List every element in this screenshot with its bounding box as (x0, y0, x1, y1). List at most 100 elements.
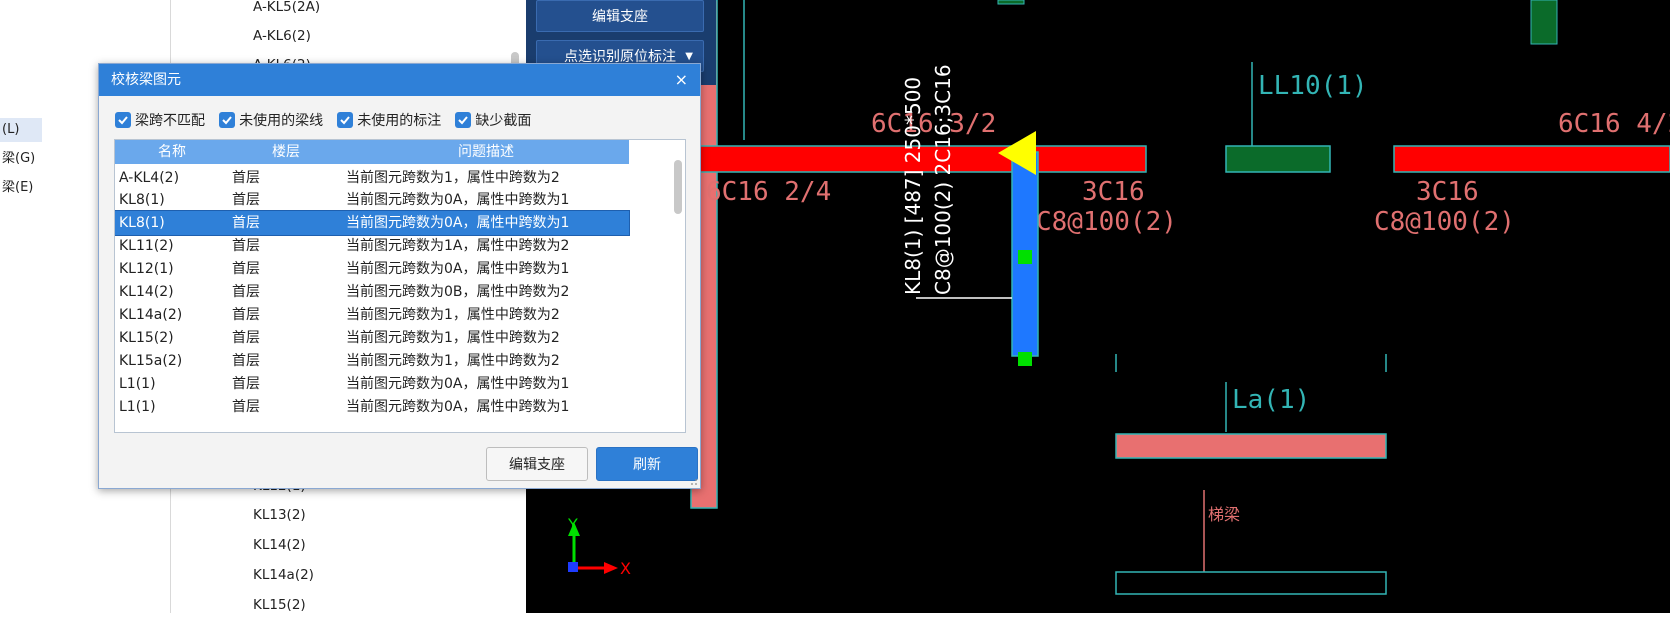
filter-checkboxes: 梁跨不匹配 未使用的梁线 未使用的标注 缺少截面 (115, 110, 541, 130)
resize-grip-icon[interactable] (690, 478, 698, 486)
beam-red-right (1393, 145, 1670, 173)
cell-name: A-KL4(2) (119, 170, 180, 186)
cell-desc: 当前图元跨数为0A，属性中跨数为1 (346, 376, 570, 392)
cell-floor: 首层 (232, 261, 260, 277)
cell-name: L1(1) (119, 376, 156, 392)
close-icon[interactable]: × (674, 70, 688, 89)
refresh-button[interactable]: 刷新 (596, 447, 698, 481)
cell-floor: 首层 (232, 330, 260, 346)
cell-desc: 当前图元跨数为1，属性中跨数为2 (346, 307, 560, 323)
dialog-titlebar[interactable]: 校核梁图元 × (99, 64, 700, 96)
table-row[interactable]: A-KL4(2) 首层 当前图元跨数为1，属性中跨数为2 (115, 166, 629, 190)
table-row[interactable]: KL8(1) 首层 当前图元跨数为0A，属性中跨数为1 (115, 188, 629, 212)
table-row[interactable]: KL12(1) 首层 当前图元跨数为0A，属性中跨数为1 (115, 257, 629, 281)
cell-desc: 当前图元跨数为0B，属性中跨数为2 (346, 284, 570, 300)
check-beam-dialog: 校核梁图元 × 梁跨不匹配 未使用的梁线 未使用的标注 缺少截面 名称 楼层 问… (98, 63, 701, 489)
cell-name: KL12(1) (119, 261, 174, 277)
cad-drawing-canvas[interactable]: LL10(1) 6C16 3/2 6C16 4/2 6C16 2/4 3C16 … (526, 0, 1670, 613)
tree-item[interactable]: KL14(2) (253, 537, 306, 553)
filter-unused-annotation[interactable]: 未使用的标注 (337, 110, 441, 130)
label-la: La(1) (1232, 385, 1310, 415)
column-header-desc[interactable]: 问题描述 (458, 144, 514, 160)
checkbox-checked-icon[interactable] (219, 112, 236, 128)
table-row[interactable]: KL15(2) 首层 当前图元跨数为1，属性中跨数为2 (115, 326, 629, 350)
cad-drawing: LL10(1) 6C16 3/2 6C16 4/2 6C16 2/4 3C16 … (567, 0, 1670, 595)
cell-floor: 首层 (232, 376, 260, 392)
label-top-right: 6C16 4/2 (1558, 109, 1670, 139)
label-stirrup-vertical: C8@100(2) 2C16;3C16 (931, 64, 955, 295)
label-left-lower: 6C16 2/4 (706, 177, 831, 207)
table-row[interactable]: KL14a(2) 首层 当前图元跨数为1，属性中跨数为2 (115, 303, 629, 327)
tree-item[interactable]: KL15(2) (253, 597, 306, 613)
tree-item[interactable]: KL13(2) (253, 507, 306, 523)
cell-floor: 首层 (232, 353, 260, 369)
table-header: 名称 楼层 问题描述 (115, 140, 629, 164)
cell-floor: 首层 (232, 238, 260, 254)
label-3c16-a: 3C16 (1082, 177, 1145, 207)
beam-la (1115, 433, 1387, 459)
tree-item[interactable]: A-KL5(2A) (253, 0, 321, 15)
table-row[interactable]: KL14(2) 首层 当前图元跨数为0B，属性中跨数为2 (115, 280, 629, 304)
cell-floor: 首层 (232, 215, 260, 231)
checkbox-checked-icon[interactable] (337, 112, 354, 128)
cell-floor: 首层 (232, 192, 260, 208)
tree-item[interactable]: A-KL6(2) (253, 28, 311, 44)
beam-outline-bottom (1115, 571, 1387, 595)
table-row[interactable]: L1(1) 首层 当前图元跨数为0A，属性中跨数为1 (115, 372, 629, 396)
grip-node (1018, 250, 1032, 264)
table-row[interactable]: L1(1) 首层 当前图元跨数为0A，属性中跨数为1 (115, 395, 629, 419)
cell-name: KL8(1) (119, 192, 165, 208)
column-header-name[interactable]: 名称 (158, 144, 186, 160)
axis-y-label: Y (567, 515, 578, 534)
filter-span-mismatch[interactable]: 梁跨不匹配 (115, 110, 205, 130)
chevron-down-icon: ▼ (685, 51, 693, 62)
filter-label: 未使用的梁线 (239, 113, 324, 129)
cell-desc: 当前图元跨数为0A，属性中跨数为1 (346, 192, 570, 208)
green-beam-top-right (1530, 0, 1558, 45)
beam-green-ll10 (1225, 145, 1331, 173)
label-top-center: 6C16 3/2 (871, 109, 996, 139)
cell-desc: 当前图元跨数为1，属性中跨数为2 (346, 170, 560, 186)
label-ll10: LL10(1) (1258, 71, 1368, 101)
table-row[interactable]: KL15a(2) 首层 当前图元跨数为1，属性中跨数为2 (115, 349, 629, 373)
checkbox-checked-icon[interactable] (115, 112, 131, 128)
cell-desc: 当前图元跨数为1，属性中跨数为2 (346, 353, 560, 369)
category-item-e[interactable]: 梁(E) (2, 180, 34, 195)
cell-desc: 当前图元跨数为1A，属性中跨数为2 (346, 238, 570, 254)
table-row-selected[interactable]: KL8(1) 首层 当前图元跨数为0A，属性中跨数为1 (115, 210, 630, 236)
cell-desc: 当前图元跨数为0A，属性中跨数为1 (346, 215, 570, 231)
cell-floor: 首层 (232, 399, 260, 415)
dialog-title: 校核梁图元 (111, 72, 181, 88)
grip-node (1018, 352, 1032, 366)
edit-support-tool-button[interactable]: 编辑支座 (536, 0, 704, 32)
axis-x-label: X (620, 559, 631, 578)
tree-item[interactable]: KL14a(2) (253, 567, 314, 583)
filter-missing-section[interactable]: 缺少截面 (455, 110, 531, 130)
table-scrollbar-thumb[interactable] (674, 160, 682, 214)
cell-name: L1(1) (119, 399, 156, 415)
issues-table: 名称 楼层 问题描述 A-KL4(2) 首层 当前图元跨数为1，属性中跨数为2 … (114, 139, 686, 433)
category-item-g[interactable]: 梁(G) (2, 151, 36, 166)
cell-desc: 当前图元跨数为1，属性中跨数为2 (346, 330, 560, 346)
cell-desc: 当前图元跨数为0A，属性中跨数为1 (346, 261, 570, 277)
label-c8-b: C8@100(2) (1374, 207, 1515, 237)
table-row[interactable]: KL11(2) 首层 当前图元跨数为1A，属性中跨数为2 (115, 234, 629, 258)
checkbox-checked-icon[interactable] (455, 112, 472, 128)
filter-label: 缺少截面 (475, 113, 532, 129)
label-c8-a: C8@100(2) (1036, 207, 1177, 237)
column-header-floor[interactable]: 楼层 (272, 144, 300, 160)
cell-name: KL8(1) (119, 215, 165, 231)
filter-unused-beam-line[interactable]: 未使用的梁线 (219, 110, 323, 130)
cell-name: KL15a(2) (119, 353, 183, 369)
pick-identify-label: 点选识别原位标注 (564, 49, 676, 65)
category-item-l[interactable]: (L) (0, 118, 42, 142)
label-3c16-b: 3C16 (1416, 177, 1479, 207)
edit-support-button[interactable]: 编辑支座 (486, 447, 588, 481)
label-kl8-vertical: KL8(1) [487] 250*500 (901, 77, 925, 295)
cell-name: KL15(2) (119, 330, 174, 346)
label-stair-beam: 梯梁 (1208, 505, 1240, 524)
table-scrollbar[interactable] (671, 140, 685, 432)
cell-name: KL11(2) (119, 238, 174, 254)
cell-name: KL14(2) (119, 284, 174, 300)
filter-label: 未使用的标注 (357, 113, 442, 129)
